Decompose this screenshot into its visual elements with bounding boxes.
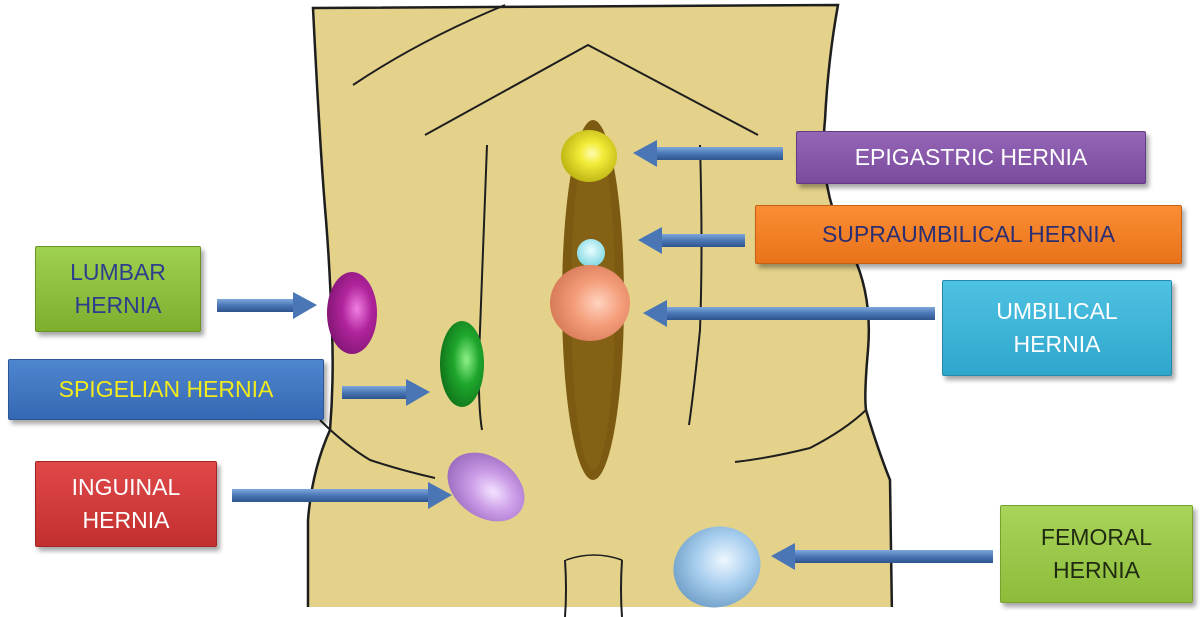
femoral-bulge <box>673 526 761 608</box>
epigastric-hernia-label: EPIGASTRIC HERNIA <box>796 131 1146 184</box>
arrow-supraumbilical <box>638 227 745 254</box>
epigastric-bulge <box>561 130 617 182</box>
pectoral-line <box>352 4 506 86</box>
arrow-inguinal <box>232 482 452 509</box>
arrow-femoral <box>771 543 993 570</box>
lumbar-bulge <box>327 272 377 354</box>
left-thigh-line <box>564 559 567 617</box>
umbilical-bulge <box>550 265 630 341</box>
groin-crease <box>565 554 623 561</box>
inguinal-hernia-label: INGUINAL HERNIA <box>35 461 217 547</box>
page-bottom-band <box>0 607 1200 617</box>
right-thigh-line <box>620 559 623 617</box>
arrow-umbilical <box>643 300 935 327</box>
femoral-hernia-label: FEMORAL HERNIA <box>1000 505 1193 603</box>
right-inguinal-line <box>734 409 867 463</box>
arrow-spigelian <box>342 379 430 406</box>
spigelian-bulge <box>440 321 484 407</box>
supraumbilical-hernia-label: SUPRAUMBILICAL HERNIA <box>755 205 1182 264</box>
left-inguinal-line <box>319 419 436 479</box>
spigelian-hernia-label: SPIGELIAN HERNIA <box>8 359 324 420</box>
arrow-lumbar <box>217 292 317 319</box>
inguinal-bulge <box>447 452 525 522</box>
supraumbilical-bulge <box>577 239 605 267</box>
umbilical-hernia-label: UMBILICAL HERNIA <box>942 280 1172 376</box>
costal-margin-line <box>424 43 759 136</box>
left-rectus-border <box>477 144 488 431</box>
lumbar-hernia-label: LUMBAR HERNIA <box>35 246 201 332</box>
arrow-epigastric <box>633 140 783 167</box>
